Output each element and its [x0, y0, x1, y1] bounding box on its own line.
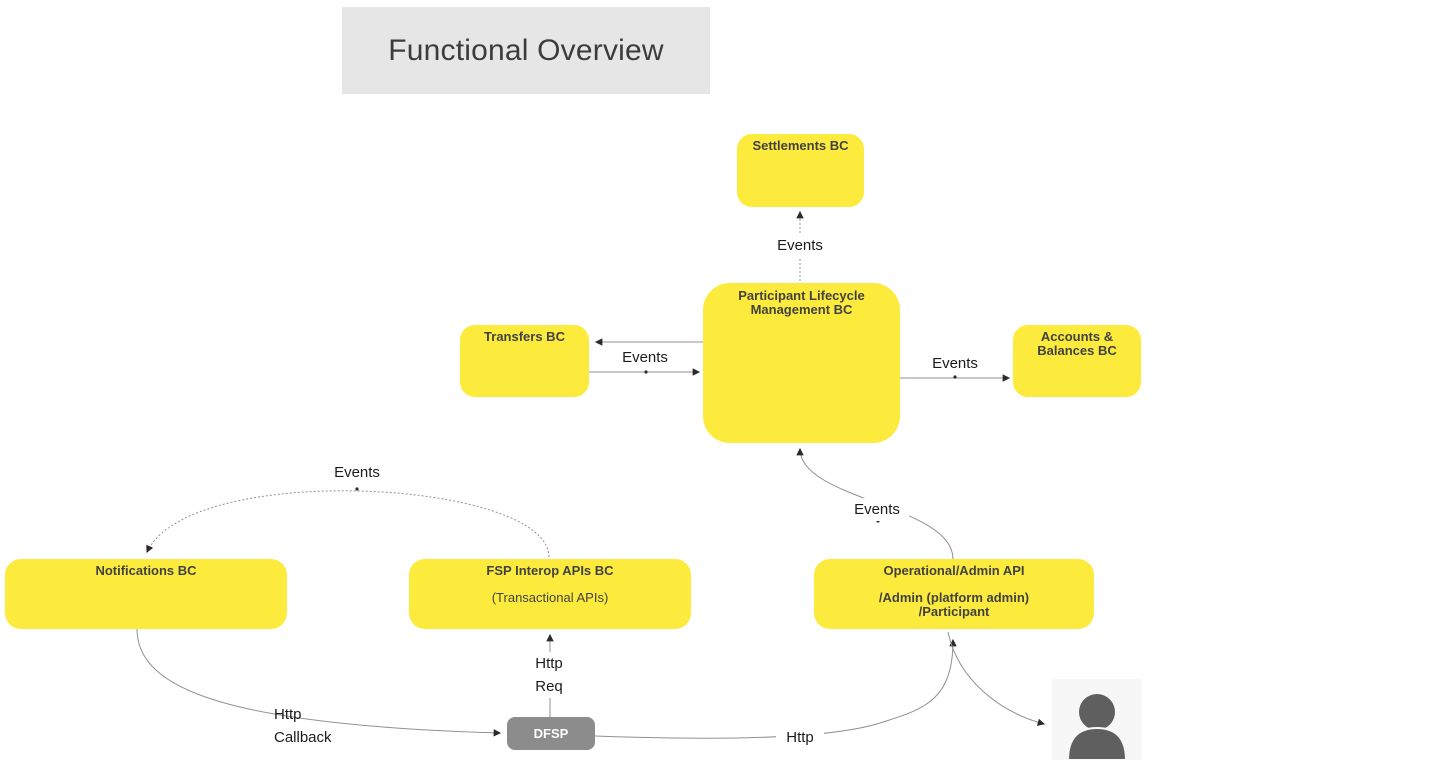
node-label: DFSP [533, 726, 569, 741]
edge-label-events-notifications: Events [325, 461, 389, 484]
edge-midpoint-dot [355, 487, 359, 491]
edge-label-http: Http [776, 726, 824, 749]
node-label: Settlements BC [752, 138, 849, 153]
edge-label-events-accounts: Events [932, 355, 978, 372]
node-fsp-interop-apis-bc: FSP Interop APIs BC (Transactional APIs) [409, 559, 691, 629]
edge-label-events-settlements: Events [768, 234, 832, 257]
page-title: Functional Overview [388, 33, 664, 67]
edge-ops-to-user [947, 631, 1046, 726]
edge-label-events-ops: Events [845, 498, 909, 521]
node-label: Transfers BC [484, 329, 565, 344]
node-sublabel: (Transactional APIs) [491, 590, 609, 605]
node-participant-lifecycle-management-bc: Participant Lifecycle Management BC [703, 283, 900, 443]
node-notifications-bc: Notifications BC [5, 559, 287, 629]
node-settlements-bc: Settlements BC [737, 134, 864, 207]
node-accounts-balances-bc: Accounts & Balances BC [1013, 325, 1141, 397]
edge-label-events-transfers: Events [622, 349, 668, 366]
node-label: Accounts & Balances BC [1037, 329, 1117, 358]
edge-label-http-req: Http Req [517, 652, 581, 698]
node-label: Notifications BC [95, 563, 197, 578]
user-silhouette [1066, 694, 1128, 760]
user-icon [1052, 679, 1142, 760]
edge-midpoint-dot [953, 375, 957, 379]
node-transfers-bc: Transfers BC [460, 325, 589, 397]
node-dfsp: DFSP [507, 717, 595, 750]
node-label: Participant Lifecycle Management BC [738, 288, 865, 317]
node-label: Operational/Admin API [883, 563, 1025, 578]
title-box: Functional Overview [342, 7, 710, 94]
edge-midpoint-dot [644, 370, 648, 374]
edge-fsp-to-notifications [146, 490, 550, 558]
edge-dfsp-to-ops [594, 638, 957, 739]
node-sublabel: /Admin (platform admin) /Participant [878, 590, 1030, 619]
node-label: FSP Interop APIs BC [486, 563, 614, 578]
edge-label-http-callback: Http Callback [274, 706, 332, 746]
node-operational-admin-api: Operational/Admin API /Admin (platform a… [814, 559, 1094, 629]
